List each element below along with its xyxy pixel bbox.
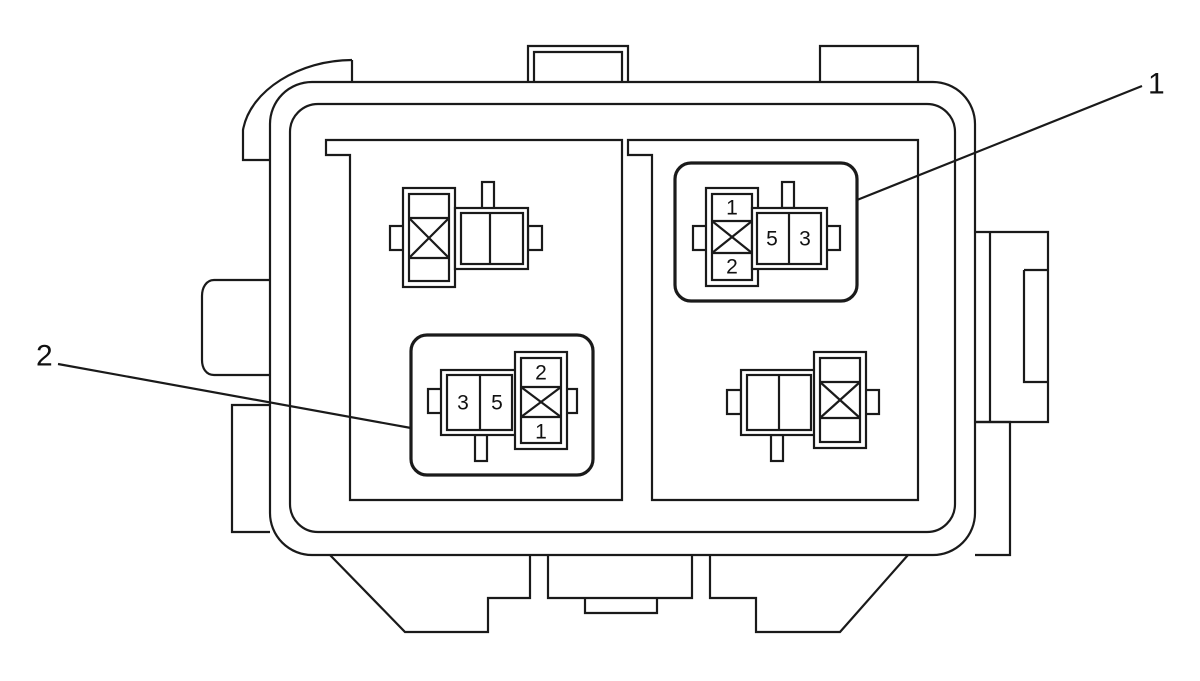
callout-two-label: 2 — [36, 340, 53, 373]
relay-two-pin-3: 3 — [457, 392, 469, 415]
top-left-latch — [241, 58, 354, 162]
left-latches — [200, 278, 270, 534]
relay-two-pin-5: 5 — [491, 392, 503, 415]
relay-one-highlight: 1 2 5 3 — [673, 161, 859, 303]
housing — [268, 80, 977, 557]
relay-one-pin-5: 5 — [766, 228, 778, 251]
callout-two-leader — [57, 362, 412, 430]
right-connector — [975, 230, 1050, 557]
callout-leaders — [57, 84, 1143, 430]
right-compartment — [626, 138, 920, 502]
bottom-feet — [329, 554, 909, 634]
callout-one-leader — [856, 84, 1143, 202]
left-compartment — [324, 138, 624, 502]
relay-one-pin-1: 1 — [726, 197, 738, 220]
callout-one-label: 1 — [1148, 68, 1165, 101]
relay-two-pin-1: 1 — [535, 421, 547, 444]
relay-two-highlight: 3 5 2 1 — [409, 333, 595, 477]
relay-socket-bottom-right — [725, 350, 881, 463]
relay-one-pin-3: 3 — [799, 228, 811, 251]
relay-one-pin-2: 2 — [726, 256, 738, 279]
top-tabs — [526, 44, 920, 82]
relay-socket-top-left — [388, 180, 544, 289]
relay-two-pin-2: 2 — [535, 362, 547, 385]
